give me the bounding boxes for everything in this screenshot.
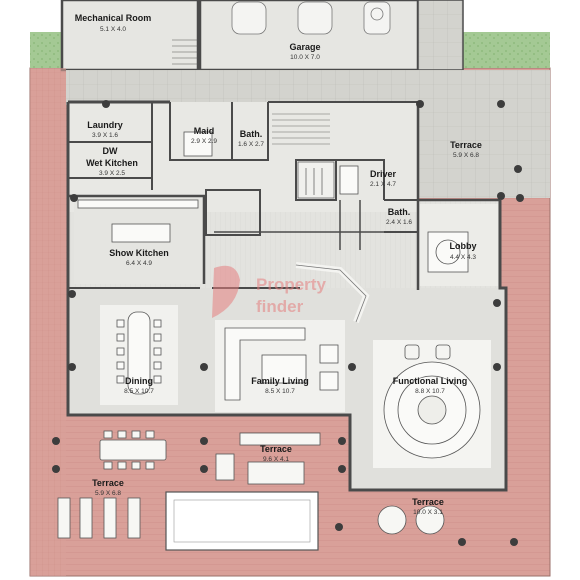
label-wet-kitchen: Wet Kitchen (86, 158, 138, 168)
room-labels: Mechanical Room 5.1 X 4.0 Garage 10.0 X … (75, 13, 482, 516)
label-laundry: Laundry (87, 120, 123, 130)
pool (165, 491, 319, 551)
loungers (57, 497, 141, 539)
dim-dining: 8.5 X 10.7 (124, 388, 154, 395)
dim-garage: 10.0 X 7.0 (290, 54, 320, 61)
family-sofas (224, 327, 339, 401)
main-stair (295, 161, 370, 324)
label-bath-2: Bath. (388, 207, 411, 217)
dim-wet-kitchen: 3.9 X 2.5 (99, 170, 125, 177)
dim-terrace-ne: 5.9 X 6.8 (453, 152, 479, 159)
dim-lobby: 4.4 X 4.3 (450, 254, 476, 261)
outdoor-dining (99, 430, 167, 470)
label-terrace-sw: Terrace (92, 478, 124, 488)
dim-terrace-se: 10.0 X 3.1 (413, 509, 443, 516)
label-maid: Maid (194, 126, 215, 136)
dim-functional-living: 8.8 X 10.7 (415, 388, 445, 395)
dim-bath-1: 1.6 X 2.7 (238, 141, 264, 148)
label-lobby: Lobby (450, 241, 477, 251)
dim-laundry: 3.9 X 1.6 (92, 132, 118, 139)
label-terrace-ne: Terrace (450, 140, 482, 150)
dim-maid: 2.9 X 2.9 (191, 138, 217, 145)
label-functional-living: Functional Living (393, 376, 468, 386)
dining-table (116, 311, 162, 395)
label-terrace-se: Terrace (412, 497, 444, 507)
walkway (66, 70, 550, 105)
grass-right (463, 32, 550, 68)
terrace-ne-area (418, 105, 550, 198)
dim-bath-2: 2.4 X 1.6 (386, 219, 412, 226)
label-terrace-center: Terrace (260, 444, 292, 454)
label-dw: DW (103, 146, 118, 156)
dim-terrace-sw: 5.9 X 6.8 (95, 490, 121, 497)
label-driver: Driver (370, 169, 397, 179)
watermark-line1: Property (256, 275, 326, 294)
dim-show-kitchen: 6.4 X 4.9 (126, 260, 152, 267)
label-dining: Dining (125, 376, 153, 386)
label-garage: Garage (289, 42, 320, 52)
dim-terrace-center: 9.6 X 4.1 (263, 456, 289, 463)
watermark-line2: finder (256, 297, 304, 316)
walls (66, 100, 508, 492)
watermark: Property finder (212, 265, 326, 318)
dim-driver: 2.1 X 4.7 (370, 181, 396, 188)
functional-sofa (383, 344, 481, 459)
columns (52, 100, 524, 546)
dim-mechanical: 5.1 X 4.0 (100, 26, 126, 33)
dim-family-living: 8.5 X 10.7 (265, 388, 295, 395)
top-block (60, 0, 464, 72)
label-mechanical: Mechanical Room (75, 13, 152, 23)
label-show-kitchen: Show Kitchen (109, 248, 169, 258)
label-family-living: Family Living (251, 376, 309, 386)
label-bath-1: Bath. (240, 129, 263, 139)
